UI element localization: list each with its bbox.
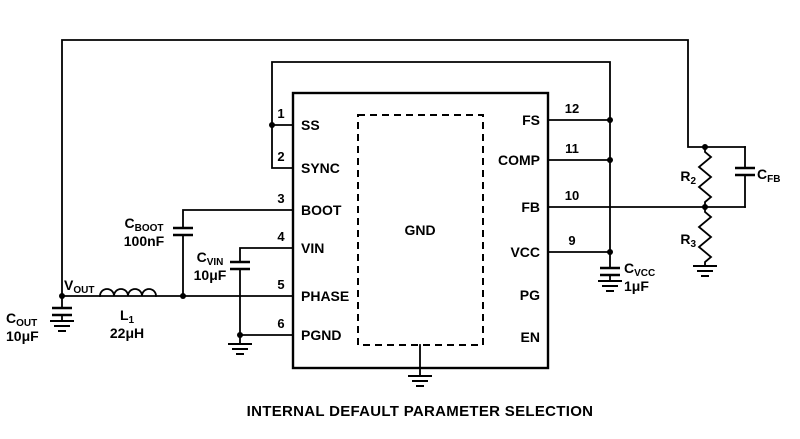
cvcc-label: CVCC 1μF bbox=[624, 260, 655, 294]
capacitor-cvcc-symbol bbox=[600, 266, 620, 277]
capacitor-cfb-symbol bbox=[735, 166, 755, 177]
cfb-label: CFB bbox=[757, 166, 780, 185]
wire-boot bbox=[182, 209, 294, 297]
cout-label: COUT 10μF bbox=[6, 310, 39, 344]
ground-symbol-cvin bbox=[228, 343, 252, 355]
junction-dot bbox=[59, 293, 65, 299]
pin-label-vin: VIN bbox=[301, 240, 324, 256]
junction-dot bbox=[607, 157, 613, 163]
junction-dot bbox=[702, 204, 708, 210]
pin-label-phase: PHASE bbox=[301, 288, 349, 304]
l1-label: L1 22μH bbox=[110, 307, 144, 341]
pin-number-2: 2 bbox=[277, 149, 284, 164]
pin-number-9: 9 bbox=[568, 233, 575, 248]
pin-pgnd: PGND 6 bbox=[277, 316, 341, 343]
pin-label-fb: FB bbox=[521, 199, 540, 215]
ground-symbol-cvcc bbox=[598, 280, 622, 292]
inductor-l1-symbol bbox=[99, 288, 157, 297]
pin-fs: FS 12 bbox=[522, 101, 579, 128]
pin-ss: SS 1 bbox=[277, 106, 319, 133]
junction-dot bbox=[237, 332, 243, 338]
svg-text:CBOOT: CBOOT bbox=[124, 215, 163, 234]
cboot-label: CBOOT 100nF bbox=[124, 215, 165, 249]
pin-number-6: 6 bbox=[277, 316, 284, 331]
wire-ss-sync-rail bbox=[271, 61, 611, 269]
svg-text:L1: L1 bbox=[120, 307, 135, 326]
pin-number-11: 11 bbox=[565, 141, 579, 156]
capacitor-cboot-symbol bbox=[173, 226, 193, 237]
pin-boot: BOOT 3 bbox=[277, 191, 342, 218]
wire-vout-top-loop bbox=[61, 39, 746, 297]
resistor-r3-symbol bbox=[697, 206, 713, 267]
pin-en: EN bbox=[521, 329, 540, 345]
r3-label: R3 bbox=[680, 231, 696, 250]
pin-fb: FB 10 bbox=[521, 188, 579, 215]
vout-label: VOUT bbox=[64, 277, 94, 296]
wire-vin-pgnd bbox=[239, 247, 294, 345]
pin-number-4: 4 bbox=[277, 229, 285, 244]
pin-label-boot: BOOT bbox=[301, 202, 342, 218]
pin-label-vcc: VCC bbox=[510, 244, 540, 260]
r2-label: R2 bbox=[680, 168, 696, 187]
ic-body bbox=[291, 91, 550, 370]
pin-number-12: 12 bbox=[565, 101, 579, 116]
ground-symbol-r3 bbox=[693, 265, 717, 277]
cboot-value: 100nF bbox=[124, 233, 165, 249]
junction-dot bbox=[269, 122, 275, 128]
junction-dot bbox=[702, 144, 708, 150]
pin-phase: PHASE 5 bbox=[277, 277, 349, 304]
pin-label-ss: SS bbox=[301, 117, 320, 133]
pin-label-comp: COMP bbox=[498, 152, 540, 168]
pin-label-fs: FS bbox=[522, 112, 540, 128]
ground-symbol-ic bbox=[408, 375, 432, 387]
cvin-label: CVIN 10μF bbox=[194, 249, 227, 283]
pin-number-10: 10 bbox=[565, 188, 579, 203]
junction-dot bbox=[607, 249, 613, 255]
junction-dot bbox=[607, 117, 613, 123]
pin-label-en: EN bbox=[521, 329, 540, 345]
pin-sync: SYNC 2 bbox=[277, 149, 340, 176]
pin-pg: PG bbox=[520, 287, 540, 303]
capacitor-cout-symbol bbox=[52, 306, 72, 317]
pin-number-3: 3 bbox=[277, 191, 284, 206]
wire-right-stubs bbox=[547, 119, 611, 253]
pin-label-sync: SYNC bbox=[301, 160, 340, 176]
resistor-r2-symbol bbox=[697, 146, 713, 208]
pin-vcc: VCC 9 bbox=[510, 233, 575, 260]
svg-text:COUT: COUT bbox=[6, 310, 37, 329]
capacitor-cvin-symbol bbox=[230, 260, 250, 271]
junction-dot bbox=[180, 293, 186, 299]
svg-text:CVCC: CVCC bbox=[624, 260, 655, 279]
caption: INTERNAL DEFAULT PARAMETER SELECTION bbox=[247, 403, 594, 420]
pin-number-1: 1 bbox=[277, 106, 284, 121]
cvin-value: 10μF bbox=[194, 267, 227, 283]
ic-gnd-dashed-box bbox=[357, 114, 484, 346]
pin-comp: COMP 11 bbox=[498, 141, 579, 168]
cout-value: 10μF bbox=[6, 328, 39, 344]
ground-symbol-cout bbox=[50, 320, 74, 332]
l1-value: 22μH bbox=[110, 325, 144, 341]
ic-gnd-label: GND bbox=[404, 222, 435, 238]
pin-vin: VIN 4 bbox=[277, 229, 324, 256]
pin-label-pg: PG bbox=[520, 287, 540, 303]
cvcc-value: 1μF bbox=[624, 278, 649, 294]
pin-number-5: 5 bbox=[277, 277, 284, 292]
pin-label-pgnd: PGND bbox=[301, 327, 341, 343]
svg-text:CVIN: CVIN bbox=[197, 249, 224, 268]
